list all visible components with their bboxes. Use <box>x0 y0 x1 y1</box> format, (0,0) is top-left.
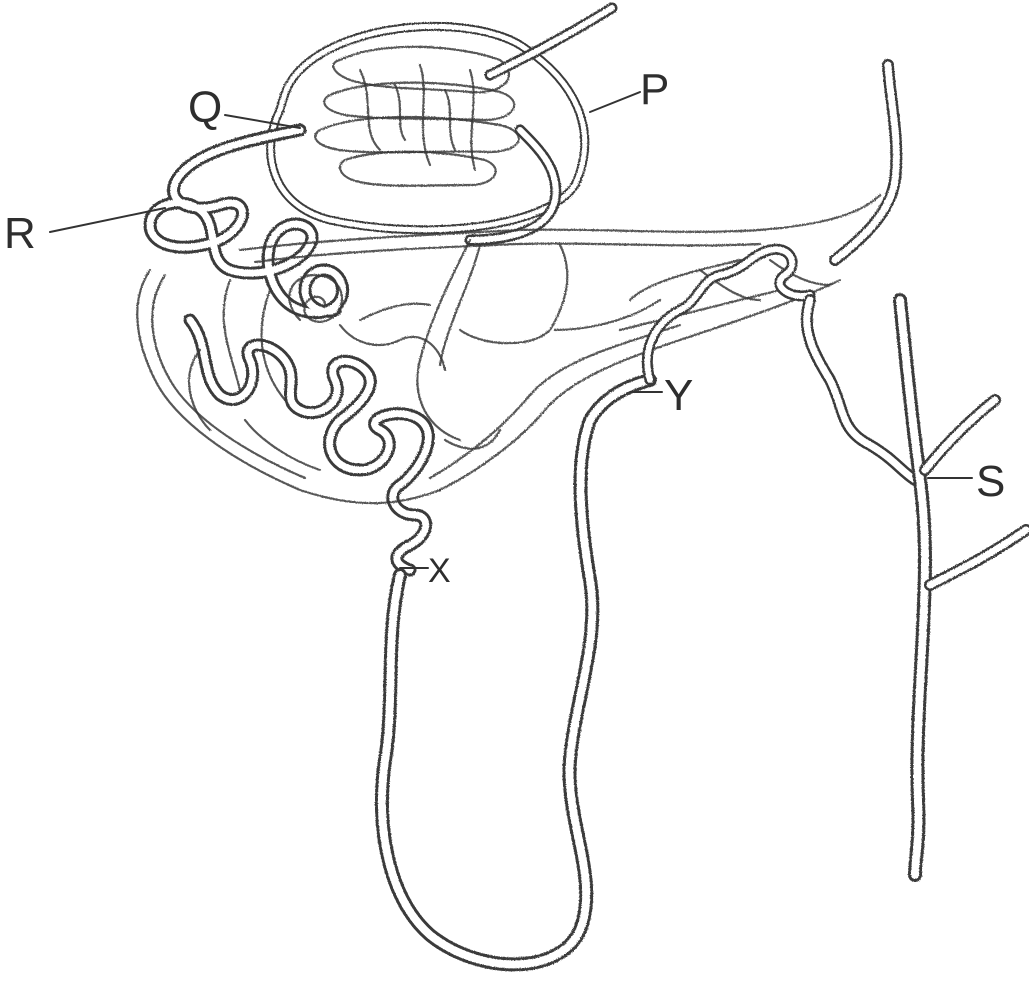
leader-p <box>590 92 640 112</box>
renal-vein-branch <box>835 65 896 260</box>
proximal-convoluted-tubule <box>150 130 343 313</box>
leader-q <box>225 115 300 128</box>
label-q: Q <box>188 83 222 132</box>
label-p: P <box>640 65 669 114</box>
label-r: R <box>4 209 36 258</box>
label-x: X <box>428 552 451 590</box>
distal-convoluted-tubule <box>647 249 810 380</box>
bowmans-capsule <box>271 26 585 229</box>
collecting-duct <box>900 300 1026 875</box>
label-s: S <box>976 457 1005 506</box>
glomerulus <box>315 47 519 186</box>
label-y: Y <box>664 371 693 420</box>
convoluted-lower-region <box>190 320 428 570</box>
